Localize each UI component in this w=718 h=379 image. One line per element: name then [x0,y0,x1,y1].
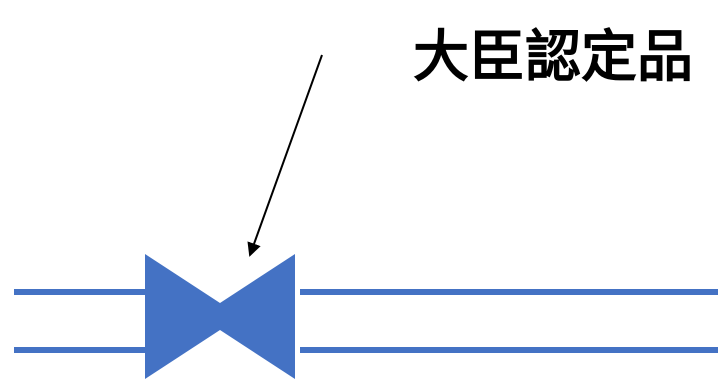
pipe-right [300,289,718,353]
callout-arrow [247,54,323,257]
valve-icon [145,254,295,379]
pipe-left [14,289,150,353]
callout-label: 大臣認定品 [413,25,693,90]
